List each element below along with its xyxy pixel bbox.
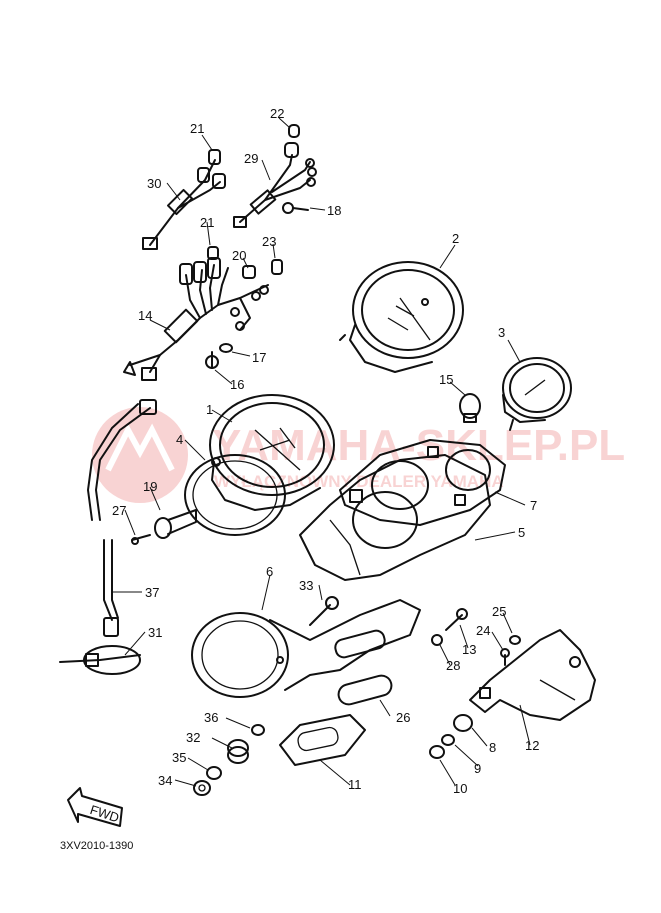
part-screw-27	[131, 534, 151, 545]
callout-29: 29	[244, 151, 258, 166]
callout-21-top: 21	[190, 121, 204, 136]
callout-35: 35	[172, 750, 186, 765]
watermark-logo	[92, 407, 188, 503]
callout-17: 17	[252, 350, 266, 365]
part-tachometer-3	[502, 357, 572, 431]
part-lamp-housing-11	[279, 714, 366, 766]
callout-32: 32	[186, 730, 200, 745]
callout-15: 15	[439, 372, 453, 387]
part-screw-16	[205, 351, 219, 369]
callout-12: 12	[525, 738, 539, 753]
part-meter-case-5	[299, 454, 491, 581]
callout-23: 23	[262, 234, 276, 249]
part-washer-28	[431, 634, 443, 646]
part-collar-9	[441, 734, 455, 746]
part-bulb-22	[288, 124, 300, 138]
part-indicator-bulb-15	[459, 393, 481, 423]
callout-labels: 1 2 3 4 5 6 7 8 9 10 11 12 13 14 15 16 1…	[112, 106, 539, 796]
part-bolt-13	[445, 608, 468, 631]
callout-4: 4	[176, 432, 183, 447]
callout-24: 24	[476, 623, 490, 638]
callout-11: 11	[348, 777, 362, 792]
callout-36: 36	[204, 710, 218, 725]
forward-arrow-icon: FWD	[67, 787, 123, 827]
part-nut-34	[193, 780, 211, 796]
callout-21-mid: 21	[200, 215, 214, 230]
part-screw-24	[500, 648, 510, 666]
callout-31: 31	[148, 625, 162, 640]
watermark: YAMAHA-SKLEP.PL WYŁĄCZNOWNY DEALER YAMAH…	[92, 407, 625, 503]
callout-8: 8	[489, 740, 496, 755]
callout-2: 2	[452, 231, 459, 246]
part-speedometer-cable-37	[87, 399, 157, 637]
callout-1: 1	[206, 402, 213, 417]
callout-6: 6	[266, 564, 273, 579]
callout-13: 13	[462, 642, 476, 657]
callout-34: 34	[158, 773, 172, 788]
part-washer-17	[219, 343, 233, 353]
callout-18: 18	[327, 203, 341, 218]
diagram-code: 3XV2010-1390	[60, 840, 133, 852]
callout-3: 3	[498, 325, 505, 340]
leader-lines	[112, 117, 531, 787]
callout-20: 20	[232, 248, 246, 263]
part-cable-tie-31	[59, 645, 141, 675]
part-screw-18	[282, 202, 309, 214]
callout-30: 30	[147, 176, 161, 191]
callout-10: 10	[453, 781, 467, 796]
callout-14: 14	[138, 308, 152, 323]
part-meter-assembly-1	[209, 394, 335, 511]
part-sub-harness-29	[233, 142, 317, 228]
callout-27: 27	[112, 503, 126, 518]
part-sub-harness-30	[142, 149, 226, 250]
part-gasket-4	[184, 454, 286, 536]
callout-19: 19	[143, 479, 157, 494]
part-bolt-33	[309, 596, 339, 626]
part-damper-8	[453, 714, 473, 732]
part-meter-bracket-6	[191, 599, 421, 698]
callout-28: 28	[446, 658, 460, 673]
callout-9: 9	[474, 761, 481, 776]
callout-16: 16	[230, 377, 244, 392]
part-nut-10	[429, 745, 445, 759]
callout-5: 5	[518, 525, 525, 540]
part-collar-35	[206, 766, 222, 780]
callout-33: 33	[299, 578, 313, 593]
part-speedometer-2	[339, 261, 464, 373]
part-stay-bracket-12	[469, 629, 596, 721]
part-damper-32	[227, 739, 249, 764]
part-grommet-36	[251, 724, 265, 736]
callout-37: 37	[145, 585, 159, 600]
part-washer-25	[509, 635, 521, 645]
part-wire-harness-14	[123, 246, 283, 381]
callout-22: 22	[270, 106, 284, 121]
part-gear-19	[154, 509, 197, 539]
part-cover-26	[337, 674, 393, 706]
callout-7: 7	[530, 498, 537, 513]
callout-25: 25	[492, 604, 506, 619]
part-meter-panel-7	[339, 439, 506, 526]
callout-26: 26	[396, 710, 410, 725]
